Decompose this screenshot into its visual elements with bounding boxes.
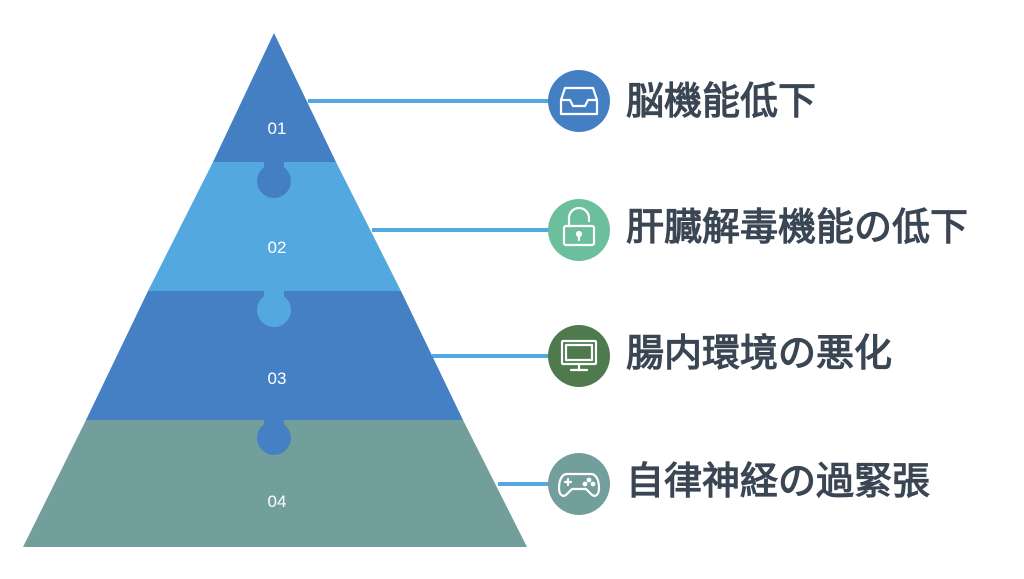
tier-label-2: 肝臓解毒機能の低下 (626, 205, 969, 249)
tier-label-1: 脳機能低下 (626, 79, 817, 123)
tier-number-2: 02 (268, 238, 287, 257)
pyramid-tier-2 (148, 162, 401, 291)
unlocked-padlock-icon (562, 206, 596, 247)
pyramid-tier-3 (86, 291, 463, 420)
monitor-icon (560, 339, 598, 372)
icon-circle-4 (548, 453, 610, 515)
pyramid-tier-4 (23, 420, 527, 547)
tier-label-3: 腸内環境の悪化 (626, 331, 893, 375)
gamepad-icon (557, 472, 601, 497)
icon-circle-2 (548, 199, 610, 261)
icon-circle-3 (548, 325, 610, 387)
puzzle-knob-neck-1 (264, 158, 284, 170)
puzzle-knob-2 (257, 293, 291, 327)
inbox-tray-icon (559, 86, 599, 116)
icon-circle-1 (548, 70, 610, 132)
puzzle-knob-neck-3 (264, 416, 284, 428)
puzzle-knob-3 (257, 421, 291, 455)
tier-label-4: 自律神経の過緊張 (626, 459, 931, 503)
puzzle-knob-neck-2 (264, 287, 284, 299)
pyramid-tier-1 (213, 33, 336, 162)
tier-number-3: 03 (268, 369, 287, 388)
tier-number-4: 04 (268, 492, 287, 511)
puzzle-knob-1 (257, 164, 291, 198)
tier-number-1: 01 (268, 119, 287, 138)
